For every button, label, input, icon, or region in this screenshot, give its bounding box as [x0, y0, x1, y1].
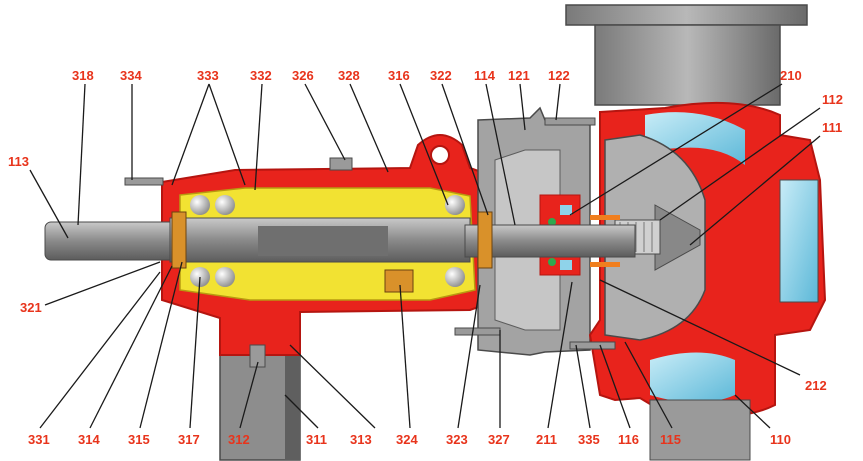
label-321: 321 [20, 300, 42, 315]
label-314: 314 [78, 432, 100, 447]
label-318: 318 [72, 68, 94, 83]
label-328: 328 [338, 68, 360, 83]
label-332: 332 [250, 68, 272, 83]
label-110: 110 [770, 432, 791, 447]
label-116: 116 [618, 432, 639, 447]
label-334: 334 [120, 68, 142, 83]
discharge-pipe [565, 4, 808, 106]
pedestal [219, 354, 301, 461]
label-324: 324 [396, 432, 418, 447]
label-122: 122 [548, 68, 570, 83]
leader-lines [29, 83, 821, 429]
label-311: 311 [306, 432, 327, 447]
label-121: 121 [508, 68, 530, 83]
shaft [44, 211, 636, 293]
label-113: 113 [8, 154, 29, 169]
label-333: 333 [197, 68, 219, 83]
label-312: 312 [228, 432, 250, 447]
label-327: 327 [488, 432, 510, 447]
label-212: 212 [805, 378, 827, 393]
label-335: 335 [578, 432, 600, 447]
label-111: 111 [822, 120, 842, 135]
label-115: 115 [660, 432, 681, 447]
impeller [604, 134, 706, 341]
label-317: 317 [178, 432, 200, 447]
label-210: 210 [780, 68, 802, 83]
label-315: 315 [128, 432, 150, 447]
label-114: 114 [474, 68, 496, 83]
label-331: 331 [28, 432, 50, 447]
label-316: 316 [388, 68, 410, 83]
label-323: 323 [446, 432, 468, 447]
label-313: 313 [350, 432, 372, 447]
bolts [124, 117, 616, 368]
label-211: 211 [536, 432, 557, 447]
label-322: 322 [430, 68, 452, 83]
label-326: 326 [292, 68, 314, 83]
label-112: 112 [822, 92, 843, 107]
part-labels: 318 334 333 332 326 328 316 322 114 121 … [8, 68, 843, 447]
